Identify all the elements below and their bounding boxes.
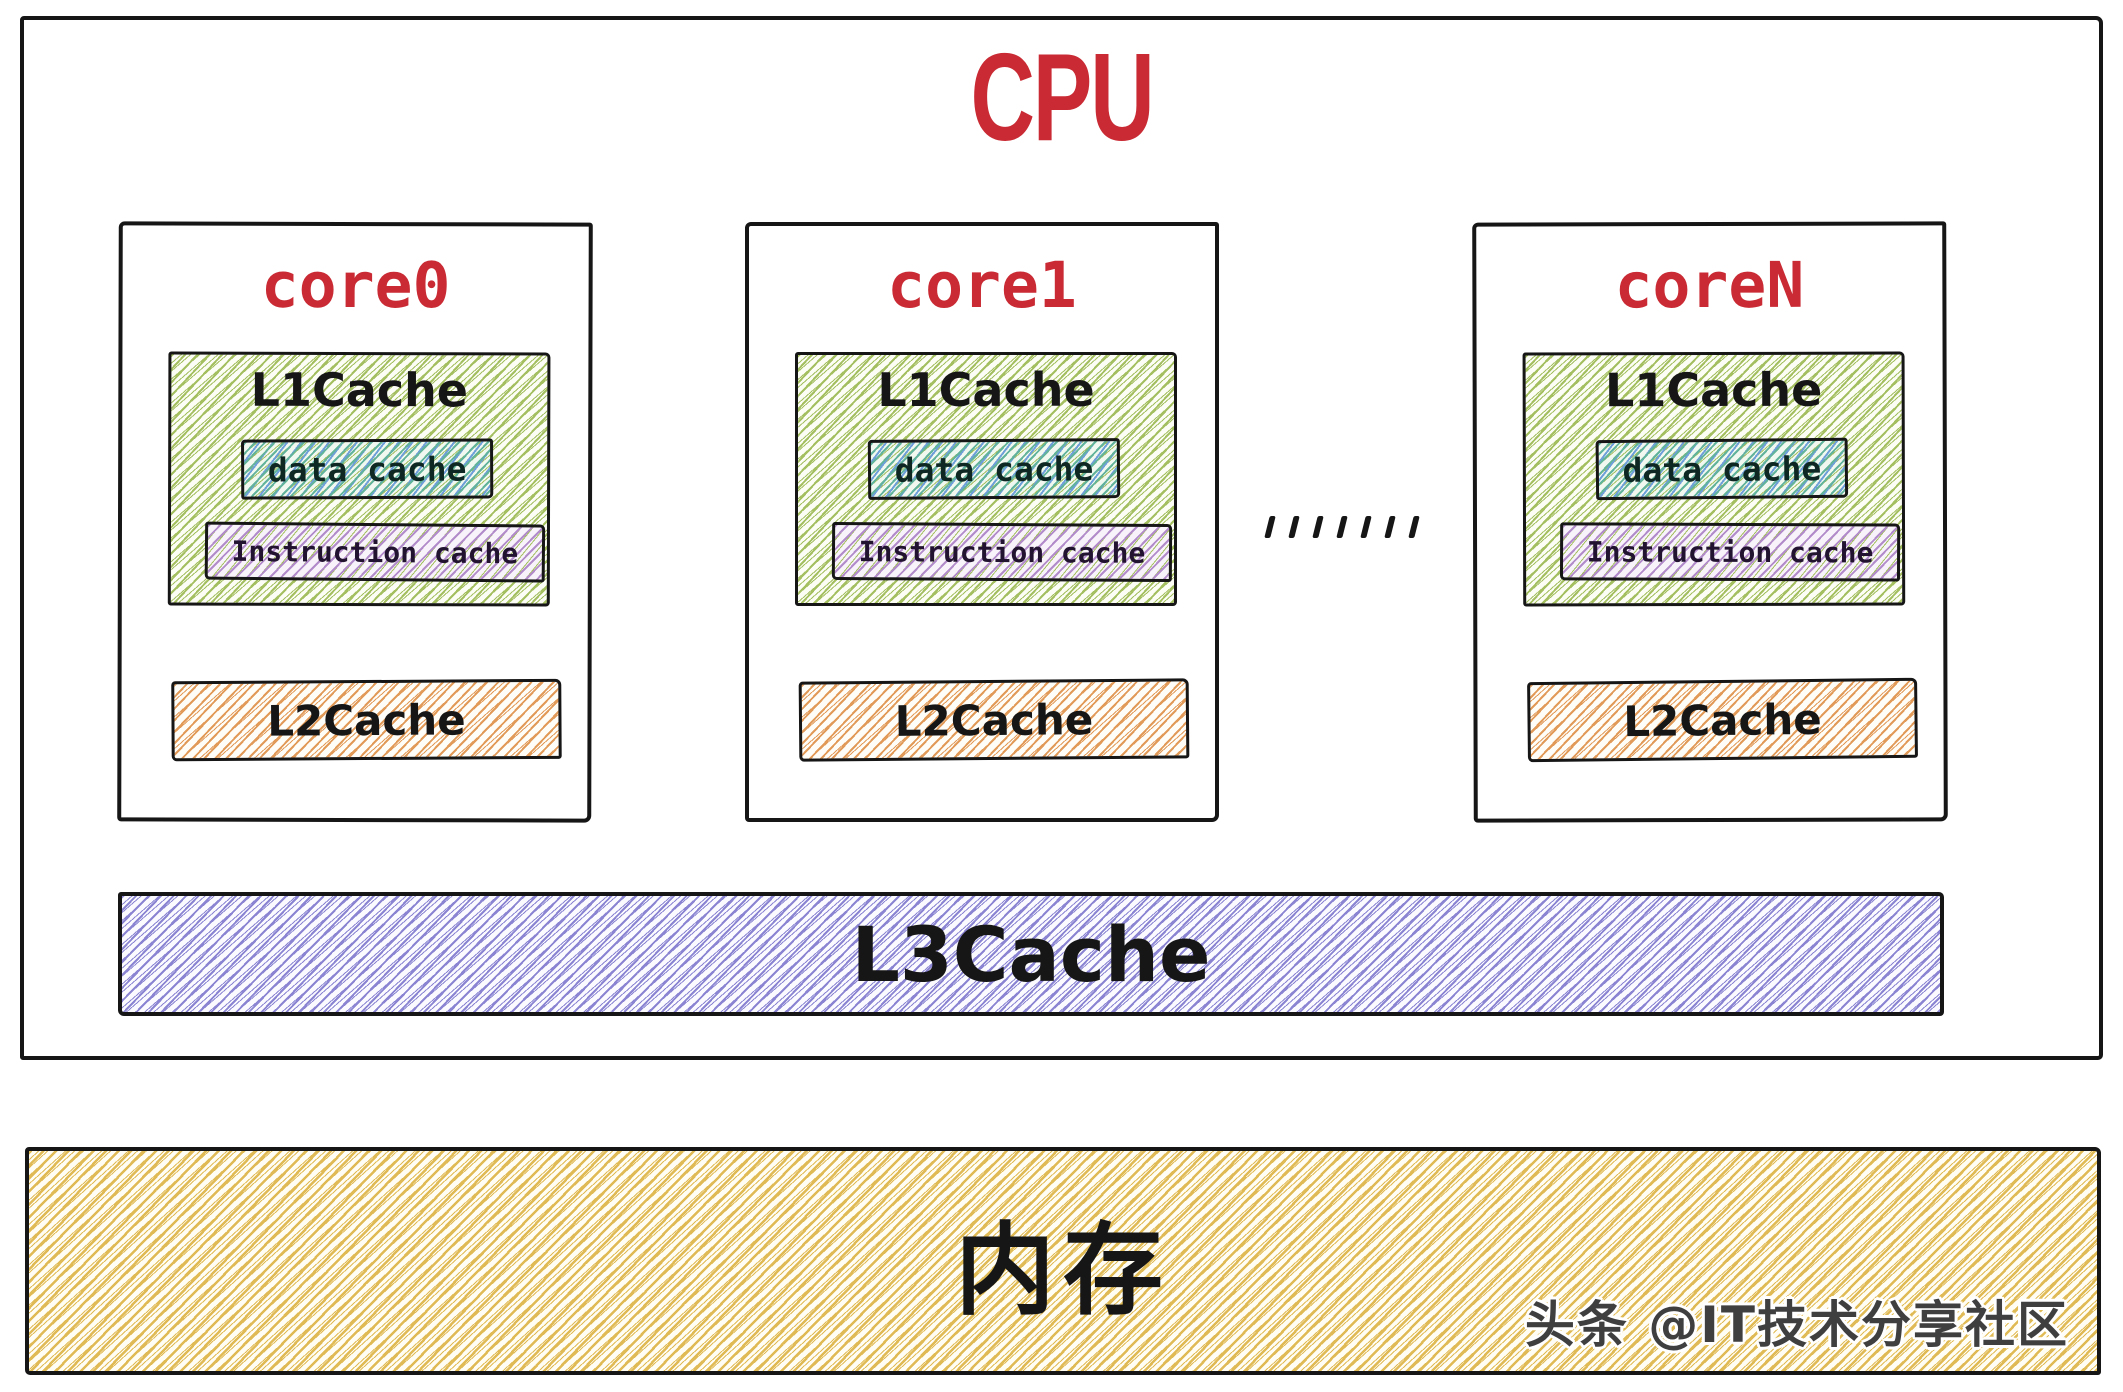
coreN-data-cache-label: data cache <box>1622 448 1822 490</box>
coreN-data-cache-box: data cache <box>1595 437 1849 501</box>
core1-l2cache-box: L2Cache <box>798 678 1190 762</box>
coreN-l2cache-label: L2Cache <box>1623 694 1823 746</box>
core1-box: core1 L1Cache data cache Instruction cac… <box>745 222 1219 822</box>
ellipsis-mark <box>1288 516 1300 538</box>
coreN-title: coreN <box>1614 248 1805 323</box>
core0-l1cache-box: L1Cache data cache Instruction cache <box>167 351 551 607</box>
ellipsis-mark <box>1336 516 1348 538</box>
coreN-box: coreN L1Cache data cache Instruction cac… <box>1472 221 1948 823</box>
coreN-instruction-cache-label: Instruction cache <box>1586 534 1874 569</box>
ellipsis-mark <box>1312 516 1324 538</box>
core0-l1cache-label: L1Cache <box>250 362 469 418</box>
core1-data-cache-box: data cache <box>867 438 1121 500</box>
l3cache-label: L3Cache <box>851 909 1211 999</box>
ellipsis-mark <box>1384 516 1396 538</box>
core1-instruction-cache-label: Instruction cache <box>858 534 1146 570</box>
core1-data-cache-label: data cache <box>894 448 1094 490</box>
cpu-box: CPU core0 L1Cache data cache Instruction… <box>20 16 2103 1060</box>
core0-title: core0 <box>260 248 451 323</box>
core1-l1cache-label: L1Cache <box>877 363 1095 417</box>
coreN-l2cache-box: L2Cache <box>1527 677 1918 763</box>
coreN-instruction-cache-box: Instruction cache <box>1559 522 1901 582</box>
core0-data-cache-label: data cache <box>267 449 467 489</box>
memory-label: 内存 <box>955 1211 1171 1329</box>
cores-ellipsis <box>1264 512 1420 542</box>
core1-l2cache-label: L2Cache <box>894 694 1094 746</box>
ellipsis-mark <box>1264 516 1276 538</box>
core0-l2cache-box: L2Cache <box>171 678 562 762</box>
memory-box: 内存 头条 @IT技术分享社区 <box>25 1147 2101 1375</box>
coreN-l1cache-box: L1Cache data cache Instruction cache <box>1522 351 1906 607</box>
coreN-l1cache-label: L1Cache <box>1604 362 1823 418</box>
ellipsis-mark <box>1360 516 1372 538</box>
core1-l1cache-box: L1Cache data cache Instruction cache <box>795 352 1177 606</box>
core0-instruction-cache-box: Instruction cache <box>204 521 546 583</box>
watermark-text: 头条 @IT技术分享社区 <box>1524 1296 2069 1354</box>
cpu-title: CPU <box>970 29 1154 167</box>
core0-data-cache-box: data cache <box>241 438 494 500</box>
core1-title: core1 <box>887 249 1077 322</box>
core0-box: core0 L1Cache data cache Instruction cac… <box>117 221 593 823</box>
ellipsis-mark <box>1408 516 1420 538</box>
core0-instruction-cache-label: Instruction cache <box>231 534 519 570</box>
core1-instruction-cache-box: Instruction cache <box>831 521 1173 583</box>
l3cache-box: L3Cache <box>118 892 1944 1016</box>
core0-l2cache-label: L2Cache <box>267 694 466 746</box>
